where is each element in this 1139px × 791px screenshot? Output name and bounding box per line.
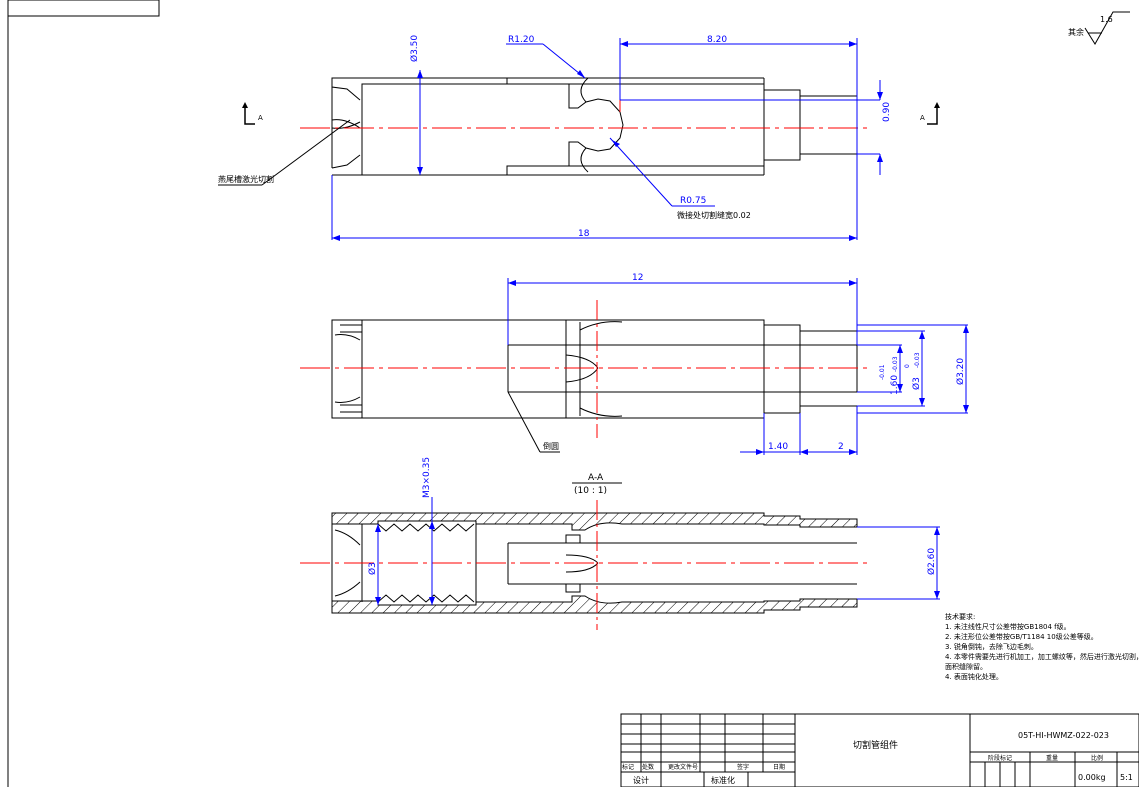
dim-160: 1.60 — [890, 375, 900, 395]
tech-requirement-item: 3. 锐角倒钝，去除飞边毛刺。 — [945, 643, 1038, 651]
leader-chamfer: 倒圆 — [507, 391, 560, 453]
top-view-arrows — [332, 41, 883, 241]
tb-date: 日期 — [773, 763, 785, 771]
tol-dia3-upper: 0 — [904, 364, 911, 368]
section-view-dimensions — [377, 497, 940, 605]
section-view — [331, 512, 858, 614]
dim-dia-320: Ø3.20 — [955, 358, 966, 385]
surface-roughness-symbol: 1.6 其余 — [1068, 11, 1130, 45]
tech-requirement-item: 4. 本零件需要先进行机加工，加工螺纹等，然后进行激光切割，切割 — [945, 653, 1139, 661]
dim-thread: M3×0.35 — [422, 457, 432, 498]
title-block — [620, 713, 1139, 788]
sheet-frame — [7, 0, 160, 787]
tol-160-upper: -0.01 — [879, 364, 886, 380]
middle-view-dimensions — [507, 278, 968, 455]
thread-top — [377, 523, 475, 532]
tech-requirement-item: 2. 未注形位公差带按GB/T1184 10级公差等级。 — [945, 633, 1098, 641]
tech-requirement-item: 1. 未注线性尺寸公差带按GB1804 f级。 — [945, 623, 1071, 631]
middle-view — [331, 319, 858, 419]
tb-standard: 标准化 — [711, 775, 735, 785]
dim-section-dia3: Ø3 — [367, 562, 378, 575]
tb-doc: 更改文件号 — [668, 763, 698, 771]
tb-drawing-no: 05T-HI-HWMZ-022-023 — [1018, 731, 1109, 740]
top-view-outline — [361, 78, 624, 176]
tech-requirement-item: 面积缝隙留。 — [945, 663, 987, 671]
roughness-value: 1.6 — [1100, 15, 1113, 24]
tech-requirements-title: 技术要求: — [945, 613, 976, 621]
section-view-arrows — [375, 521, 940, 605]
section-marker-right: A — [920, 102, 940, 125]
tb-count: 处数 — [642, 763, 654, 771]
dim-090: 0.90 — [882, 102, 892, 122]
tol-dia3-lower: -0.03 — [914, 352, 921, 368]
dim-18: 18 — [578, 229, 590, 239]
note-cut-gap: 微接处切割缝宽0.02 — [677, 210, 751, 220]
section-marker-left: A — [242, 102, 263, 125]
svg-text:A: A — [920, 114, 925, 122]
section-title-scale: (10 : 1) — [574, 486, 607, 496]
dim-r075: R0.75 — [680, 196, 706, 206]
dim-2: 2 — [838, 442, 844, 452]
tb-scale-label: 比例 — [1091, 754, 1103, 762]
section-title: A-A (10 : 1) — [572, 473, 622, 496]
dim-140: 1.40 — [768, 442, 788, 452]
dim-dia-350: Ø3.50 — [409, 35, 420, 62]
tech-requirements: 技术要求: 1. 未注线性尺寸公差带按GB1804 f级。 2. 未注形位公差带… — [945, 612, 1139, 682]
dim-dia-260: Ø2.60 — [926, 548, 937, 575]
tb-mark: 标记 — [622, 763, 634, 771]
dim-dia-3: Ø3 — [911, 377, 922, 390]
tb-design: 设计 — [633, 775, 649, 785]
middle-view-arrows — [508, 280, 969, 455]
tech-requirement-item: 4. 表面钝化处理。 — [945, 673, 1003, 681]
dim-r120: R1.20 — [508, 35, 535, 45]
section-title-name: A-A — [588, 473, 604, 483]
note-chamfer: 倒圆 — [543, 441, 559, 451]
top-view — [331, 77, 858, 176]
tb-scale: 5:1 — [1120, 773, 1133, 782]
tb-weight-label: 重量 — [1046, 754, 1058, 762]
leader-dovetail: 燕尾槽激光切割 — [218, 119, 351, 186]
thread-bottom — [377, 594, 475, 603]
roughness-label: 其余 — [1068, 27, 1084, 37]
note-dovetail: 燕尾槽激光切割 — [218, 174, 274, 184]
tb-stage: 阶段标记 — [988, 754, 1012, 762]
svg-text:A: A — [258, 114, 263, 122]
tb-part-name: 切割管组件 — [853, 739, 898, 751]
dim-820: 8.20 — [707, 35, 727, 45]
tb-weight: 0.00kg — [1078, 773, 1106, 782]
tb-sign: 签字 — [737, 763, 749, 771]
tol-160-lower: -0.03 — [892, 356, 899, 372]
dim-12: 12 — [632, 273, 643, 283]
top-view-dimensions — [331, 38, 881, 240]
